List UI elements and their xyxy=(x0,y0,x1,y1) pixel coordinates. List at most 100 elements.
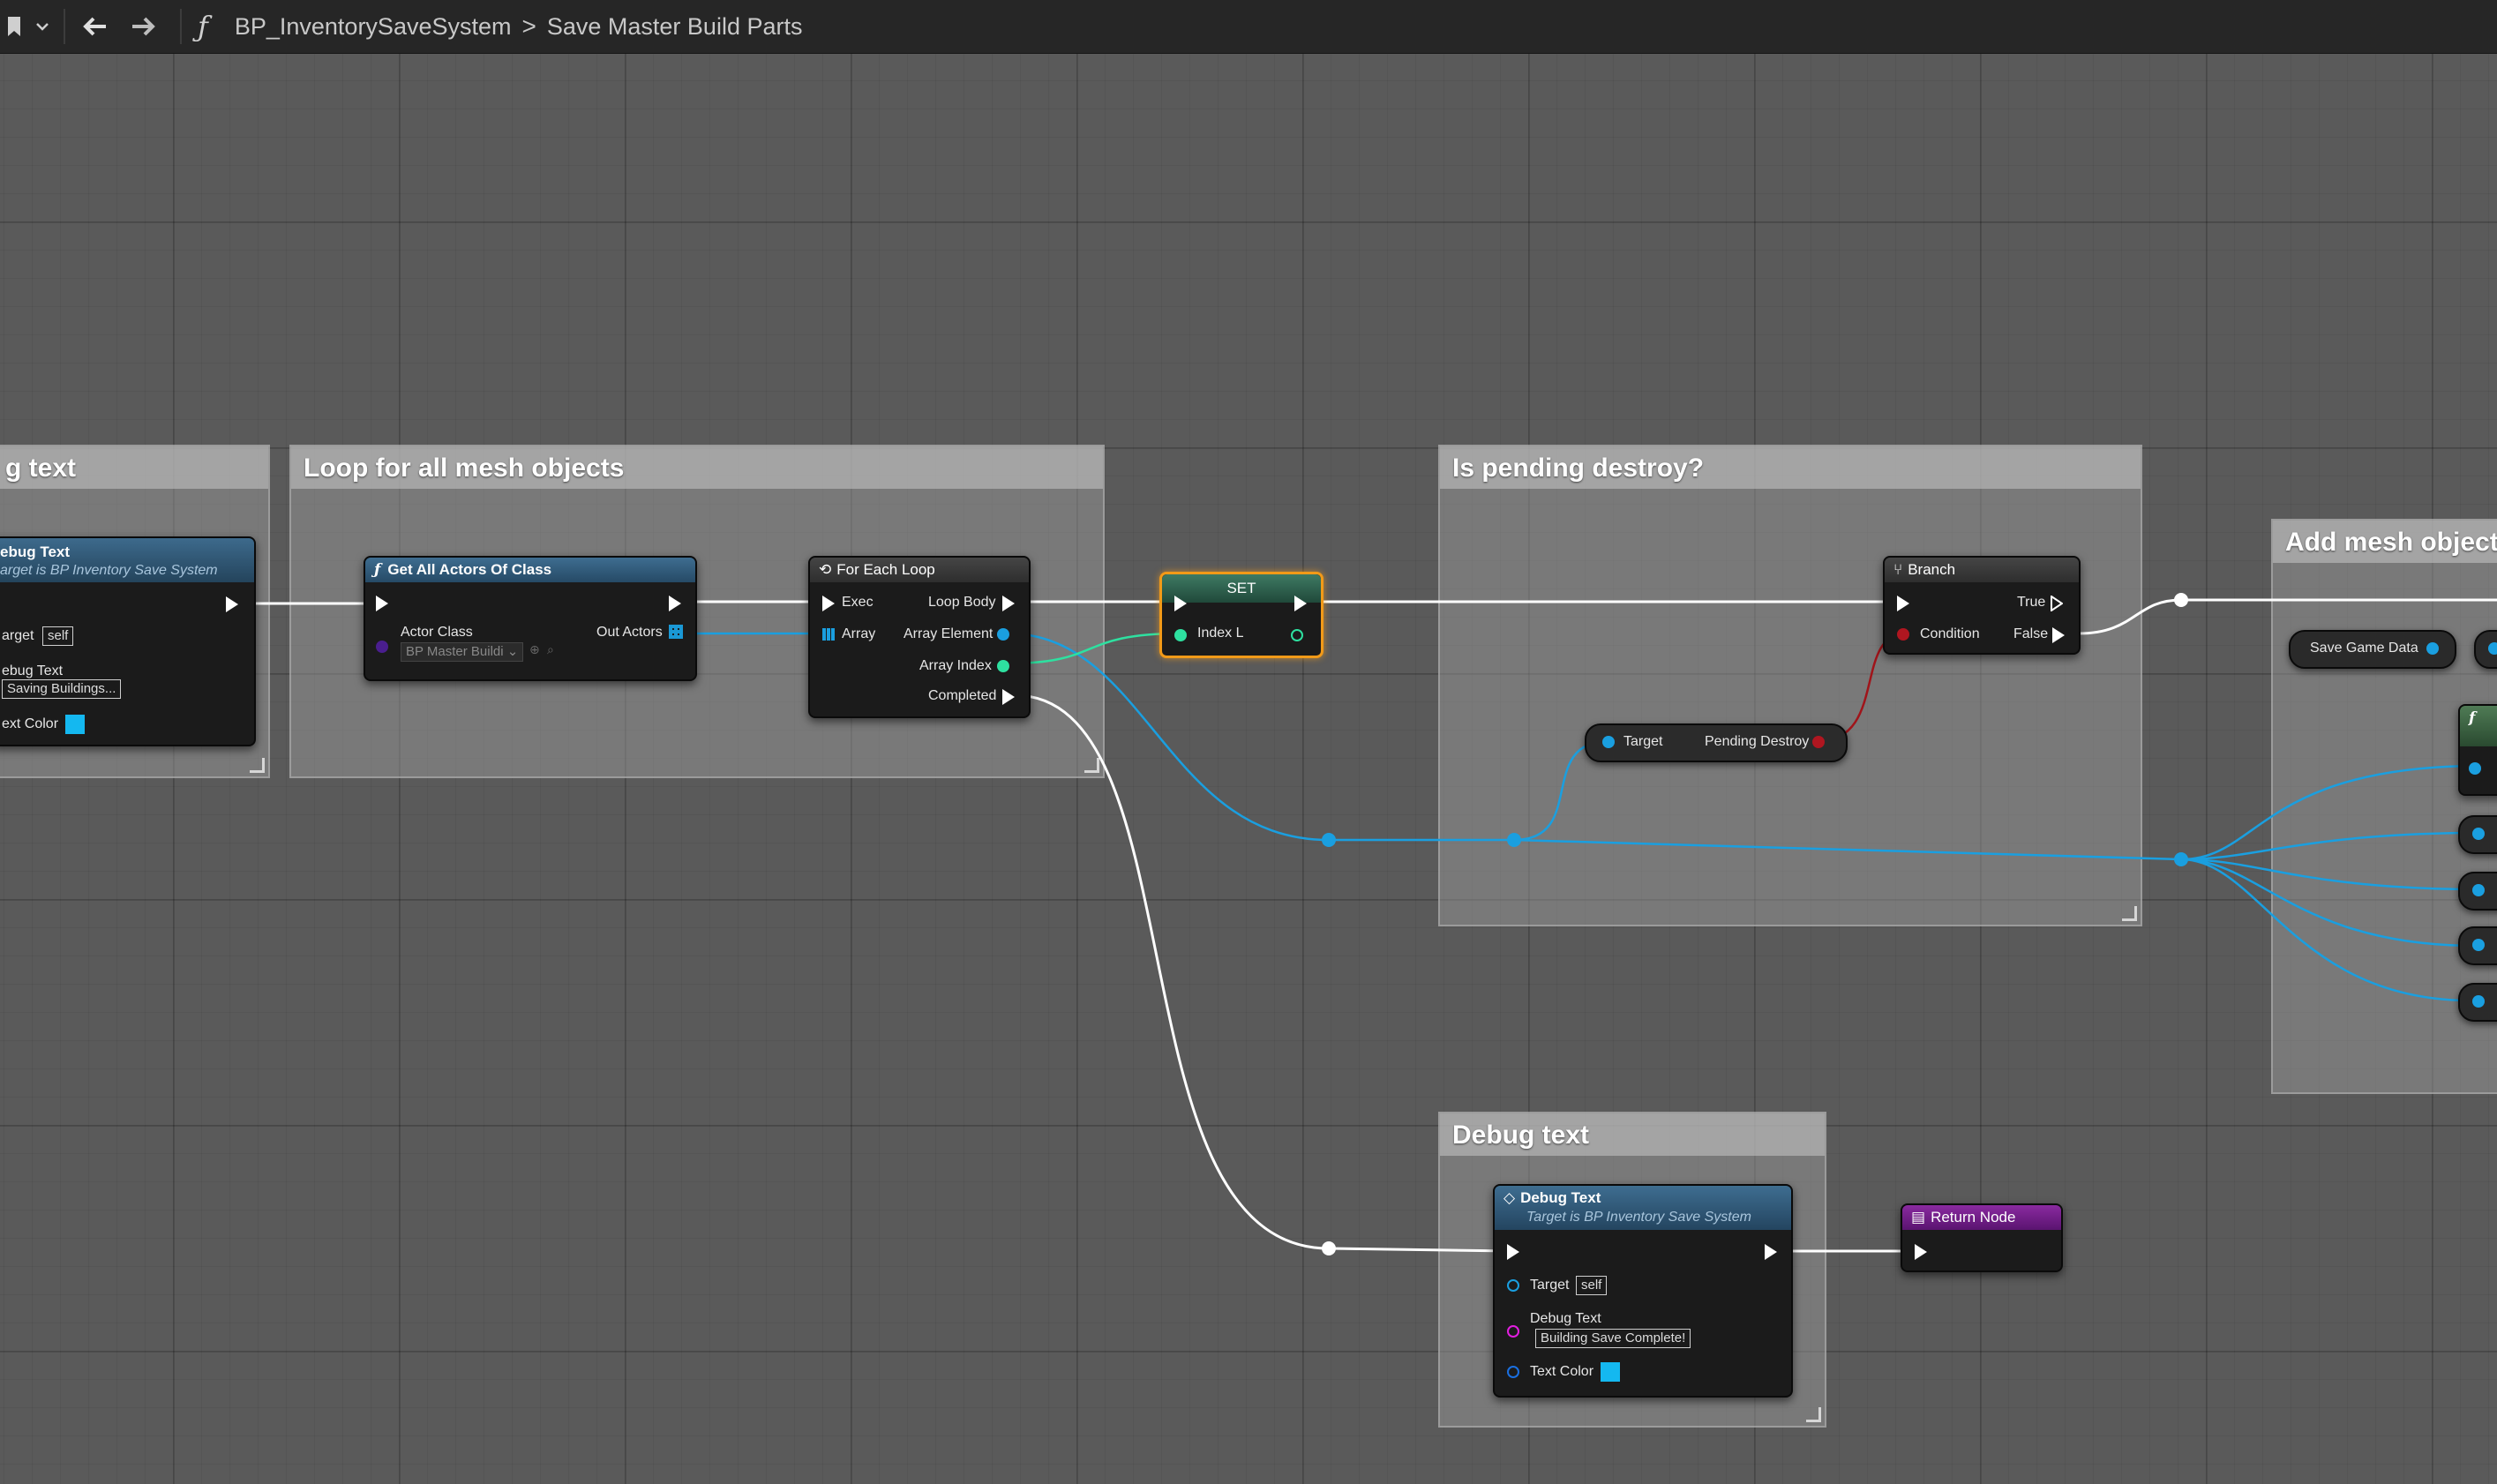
exec-in-pin[interactable] xyxy=(1174,596,1187,611)
reroute-node[interactable] xyxy=(1322,833,1336,847)
false-exec-pin[interactable] xyxy=(2052,627,2065,643)
variable-node-partial[interactable] xyxy=(2474,630,2497,669)
text-color-swatch[interactable] xyxy=(65,715,85,734)
node-header: ⟲For Each Loop xyxy=(810,558,1029,582)
exec-out-pin[interactable] xyxy=(669,596,681,611)
pending-destroy-out-pin[interactable] xyxy=(1812,736,1825,748)
exec-out-pin[interactable] xyxy=(226,596,238,612)
branch-node[interactable]: ⑂Branch True Condition False xyxy=(1883,556,2081,655)
pin-stub[interactable] xyxy=(2458,815,2497,854)
input-pin[interactable] xyxy=(2472,939,2485,951)
node-header: ƒ Get All Actors Of Class xyxy=(365,558,695,582)
back-arrow-icon[interactable] xyxy=(76,0,113,53)
actor-class-pin[interactable] xyxy=(376,641,388,653)
array-index-pin[interactable] xyxy=(997,660,1009,672)
completed-label: Completed xyxy=(928,688,996,704)
exec-wire xyxy=(1015,695,1511,1251)
exec-out-pin[interactable] xyxy=(1765,1244,1777,1260)
bookmark-icon[interactable] xyxy=(0,0,32,53)
index-out-pin[interactable] xyxy=(1291,629,1303,641)
out-actors-label: Out Actors xyxy=(596,625,663,641)
variable-out-pin[interactable] xyxy=(2426,642,2439,655)
text-color-pin[interactable] xyxy=(1507,1366,1519,1378)
return-node[interactable]: ▤Return Node xyxy=(1901,1203,2063,1272)
variable-in-pin[interactable] xyxy=(2488,642,2497,655)
pin-stub[interactable] xyxy=(2458,983,2497,1022)
target-value[interactable]: self xyxy=(42,626,73,646)
function-icon: ƒ xyxy=(374,561,380,579)
function-node-partial[interactable]: f xyxy=(2458,704,2497,796)
actor-class-dropdown[interactable]: BP Master Buildi ⌄ xyxy=(401,642,523,662)
toolbar-divider xyxy=(180,9,182,44)
index-label: Index L xyxy=(1197,626,1243,641)
toolbar-divider xyxy=(64,9,65,44)
debug-text-node-bottom[interactable]: ◇Debug Text Target is BP Inventory Save … xyxy=(1493,1184,1793,1398)
text-color-swatch[interactable] xyxy=(1601,1362,1620,1382)
function-icon: ◇ xyxy=(1503,1189,1515,1206)
exec-label: Exec xyxy=(842,595,874,611)
pin-stub[interactable] xyxy=(2458,872,2497,911)
array-pin[interactable] xyxy=(822,628,835,641)
pending-destroy-node[interactable]: Target Pending Destroy xyxy=(1585,723,1848,762)
object-wire xyxy=(1008,633,1514,840)
object-wire xyxy=(2181,833,2471,859)
debug-text-pin[interactable] xyxy=(1507,1325,1519,1338)
node-title: Get All Actors Of Class xyxy=(387,561,551,578)
breadcrumb-blueprint[interactable]: BP_InventorySaveSystem xyxy=(235,13,512,41)
loop-icon: ⟲ xyxy=(819,561,831,578)
for-each-loop-node[interactable]: ⟲For Each Loop Exec Loop Body Array Arra… xyxy=(808,556,1031,718)
target-value[interactable]: self xyxy=(1576,1276,1607,1295)
node-title: Debug Text xyxy=(1520,1189,1601,1206)
browse-icon[interactable]: ⊕ xyxy=(529,642,540,657)
variable-label: Save Game Data xyxy=(2310,641,2418,656)
node-header: ebug Text arget is BP Inventory Save Sys… xyxy=(0,538,254,582)
reroute-node[interactable] xyxy=(2174,593,2188,607)
debug-text-input[interactable]: Building Save Complete! xyxy=(1535,1329,1691,1348)
input-pin[interactable] xyxy=(2472,828,2485,840)
breadcrumb-toolbar: ƒ BP_InventorySaveSystem > Save Master B… xyxy=(0,0,2497,54)
input-pin[interactable] xyxy=(2472,884,2485,896)
debug-text-input[interactable]: Saving Buildings... xyxy=(2,679,121,699)
object-wire xyxy=(2181,766,2471,859)
debug-text-node-left[interactable]: ebug Text arget is BP Inventory Save Sys… xyxy=(0,536,256,746)
input-pin[interactable] xyxy=(2472,995,2485,1008)
node-title: ebug Text xyxy=(0,538,254,563)
array-pin[interactable] xyxy=(669,625,683,639)
exec-in-pin[interactable] xyxy=(376,596,388,611)
pin-stub[interactable] xyxy=(2458,926,2497,965)
text-color-label: ext Color xyxy=(2,716,58,732)
true-exec-pin[interactable] xyxy=(2051,596,2063,611)
chevron-down-icon[interactable] xyxy=(32,0,53,53)
reroute-node[interactable] xyxy=(2174,852,2188,866)
array-element-pin[interactable] xyxy=(997,628,1009,641)
exec-out-pin[interactable] xyxy=(1294,596,1307,611)
exec-in-pin[interactable] xyxy=(1507,1244,1519,1260)
save-game-data-variable[interactable]: Save Game Data xyxy=(2289,630,2456,669)
exec-in-pin[interactable] xyxy=(1897,596,1909,611)
node-header: ◇Debug Text Target is BP Inventory Save … xyxy=(1495,1186,1791,1230)
loop-body-pin[interactable] xyxy=(1002,596,1015,611)
breadcrumb-function[interactable]: Save Master Build Parts xyxy=(547,13,803,41)
search-icon[interactable]: ⌕ xyxy=(547,642,554,657)
input-pin[interactable] xyxy=(2469,762,2481,775)
set-index-node[interactable]: SET Index L xyxy=(1159,572,1323,658)
exec-in-pin[interactable] xyxy=(1915,1244,1927,1260)
debug-text-label: Debug Text xyxy=(1530,1311,1601,1327)
get-all-actors-node[interactable]: ƒ Get All Actors Of Class Actor Class BP … xyxy=(364,556,697,681)
target-pin[interactable] xyxy=(1602,736,1615,748)
forward-arrow-icon[interactable] xyxy=(125,0,162,53)
target-pin[interactable] xyxy=(1507,1279,1519,1292)
node-title: Return Node xyxy=(1931,1209,2015,1225)
target-label: Target xyxy=(1623,734,1662,750)
completed-pin[interactable] xyxy=(1002,689,1015,705)
condition-pin[interactable] xyxy=(1897,628,1909,641)
reroute-node[interactable] xyxy=(1507,833,1521,847)
function-icon: f xyxy=(2469,709,2475,727)
exec-in-pin[interactable] xyxy=(822,596,835,611)
reroute-node[interactable] xyxy=(1322,1241,1336,1255)
function-icon: ƒ xyxy=(198,10,208,43)
text-color-label: Text Color xyxy=(1530,1364,1593,1380)
index-in-pin[interactable] xyxy=(1174,629,1187,641)
actor-class-label: Actor Class xyxy=(401,625,473,641)
